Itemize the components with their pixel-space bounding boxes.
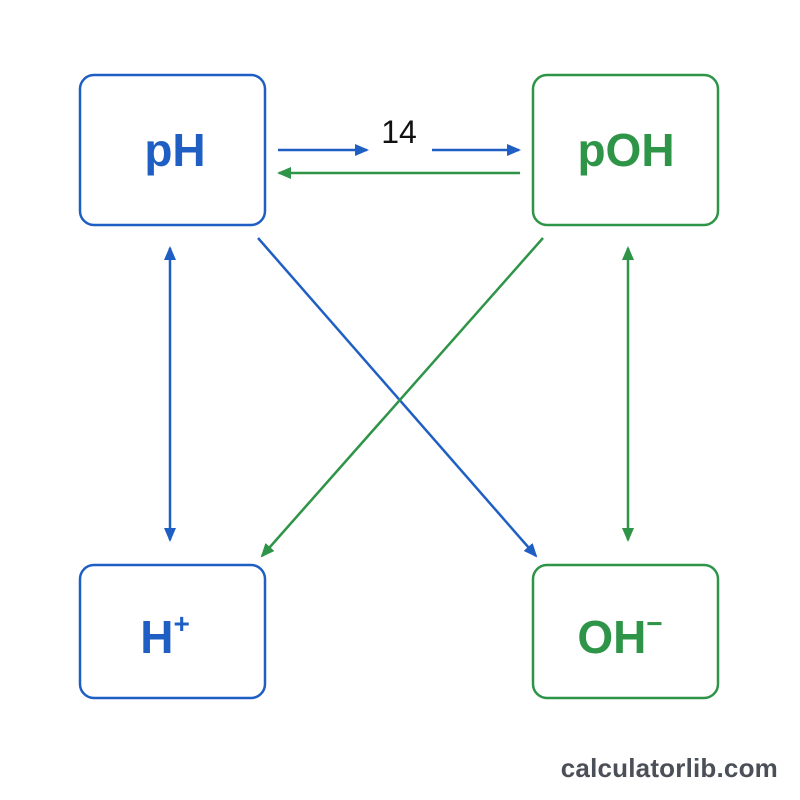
node-poh-label: pOH xyxy=(577,124,674,176)
node-ph-label: pH xyxy=(144,124,205,176)
node-poh: pOH xyxy=(531,73,720,227)
edge-label-14: 14 xyxy=(381,114,417,150)
node-oh-minus-superscript: − xyxy=(646,608,662,639)
watermark-text: calculatorlib.com xyxy=(560,753,778,783)
node-h-plus-label: H+ xyxy=(140,608,190,663)
node-h-plus-box xyxy=(78,563,267,700)
node-ph: pH xyxy=(78,73,267,227)
node-h-plus-superscript: + xyxy=(173,608,189,639)
node-poh-box xyxy=(531,73,720,227)
arrow-ph-to-oh-minus xyxy=(257,237,538,558)
arrow-poh-to-h-plus xyxy=(260,237,544,558)
node-oh-minus-box xyxy=(531,563,720,700)
node-oh-minus-base: OH xyxy=(577,611,646,663)
node-oh-minus-label: OH− xyxy=(577,608,662,663)
node-h-plus-base: H xyxy=(140,611,173,663)
node-oh-minus: OH− xyxy=(531,563,720,700)
node-h-plus: H+ xyxy=(78,563,267,700)
node-ph-box xyxy=(78,73,267,227)
